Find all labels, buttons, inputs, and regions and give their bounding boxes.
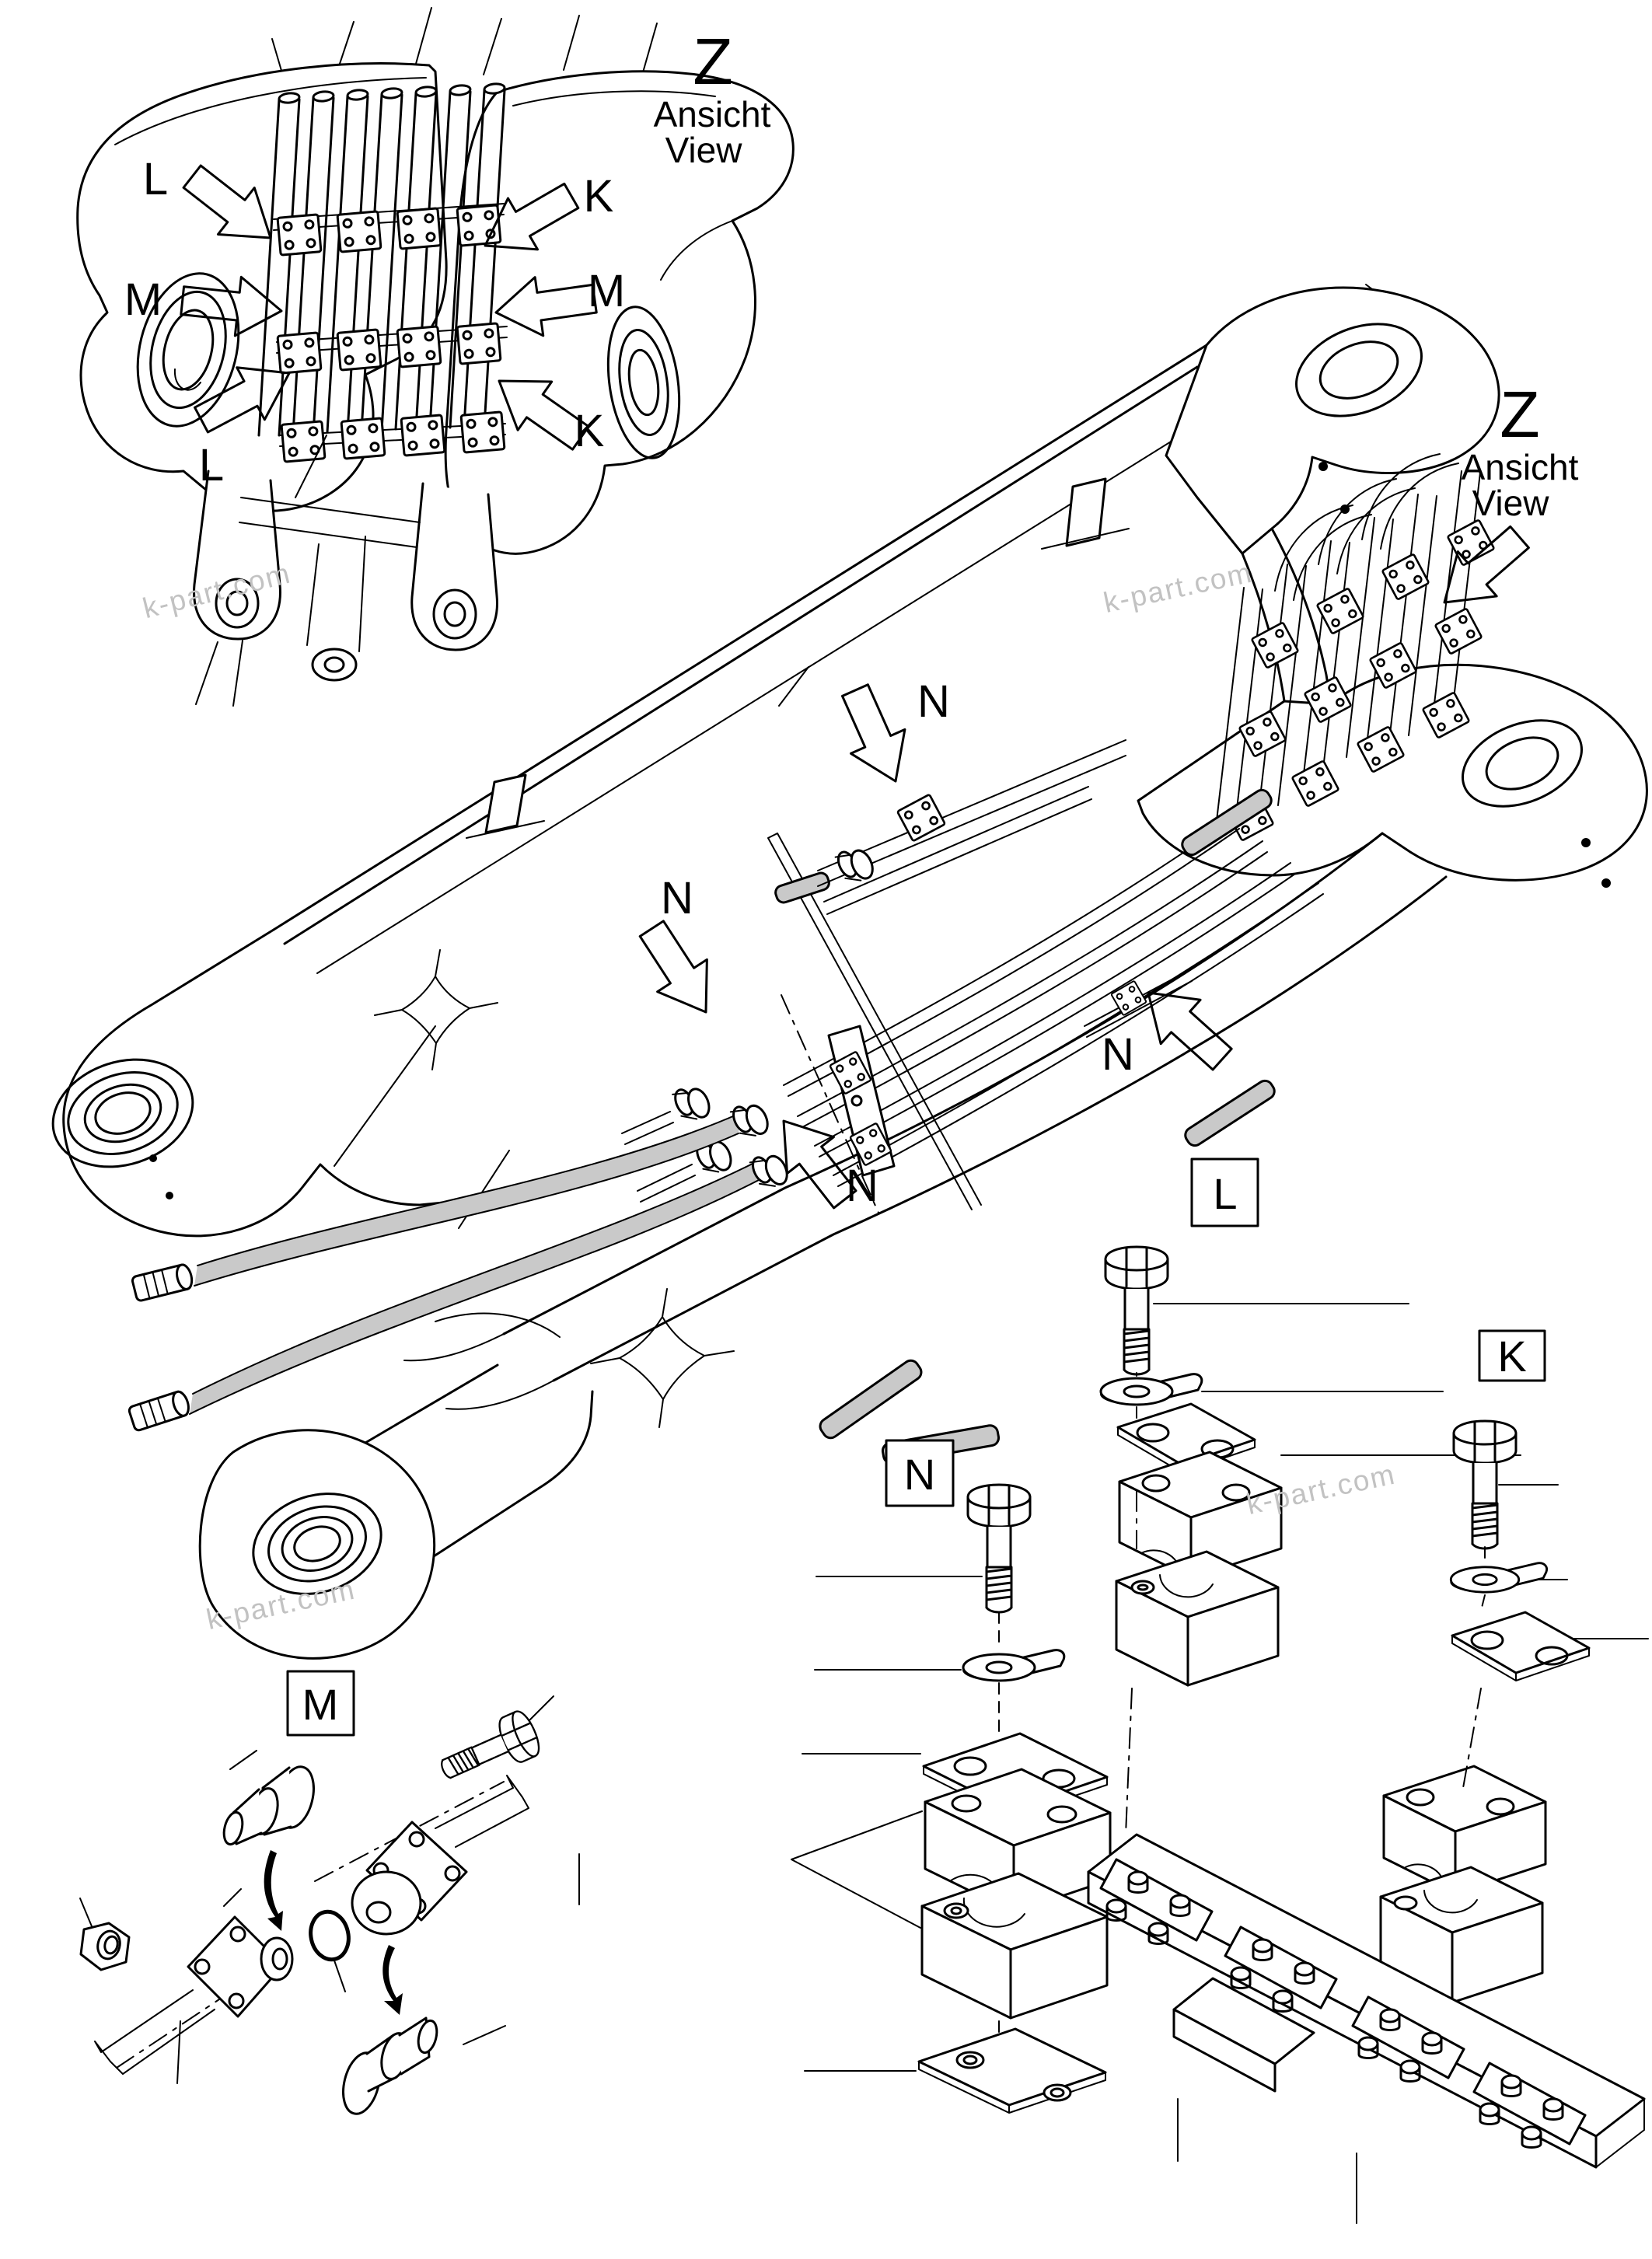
detail-box-m [286,1670,355,1737]
lock-washer [1449,1562,1549,1594]
hex-bolt [1104,1245,1169,1376]
plug-lower [342,2016,506,2115]
detail-view-z-drawing: L M L K M K [76,7,795,707]
view-z-top-heading: Z Ansicht View [654,25,771,170]
detail-k-assembly: K [1379,1329,1649,2039]
lock-washer [962,1649,1066,1682]
detail-box-n [885,1439,955,1507]
view-letter: Z [693,25,732,98]
callout-M-right: M [588,266,625,316]
callout-L-lower: L [199,440,224,491]
clamp-half-lower [1115,1550,1280,1687]
detail-box-l-label: L [1213,1169,1237,1218]
callout-N1: N [917,676,950,727]
watermark-3: k-part.com [1244,1458,1399,1521]
rotate-arrow-lower [382,1945,403,2015]
lock-washer [1099,1373,1203,1406]
callout-N4: N [1102,1029,1134,1080]
clamp-half-lower [920,1872,1109,2020]
hydraulic-hoses [127,1097,792,1433]
hex-bolt [966,1483,1032,1614]
detail-n-assembly: N [791,1439,1112,2114]
arrow-N2 [625,911,732,1030]
detail-l-assembly: L [1099,1157,1521,1835]
flange-left [94,1888,294,2084]
callout-K-lower: K [575,406,605,456]
hex-bolt [432,1706,545,1794]
hanging-links [193,435,498,707]
detail-box-k-label: K [1497,1332,1526,1381]
watermark-2: k-part.com [1101,556,1256,619]
rotate-arrow-upper [264,1850,283,1931]
o-ring [309,1909,351,1962]
plug-upper [222,1750,315,1846]
callout-N3: N [846,1161,878,1211]
view-name-en: View [665,130,743,170]
pipe-bank-tubes [257,82,506,437]
view-name-de: Ansicht [654,94,771,134]
detail-m-assembly: M [79,1670,580,2115]
detail-box-n-label: N [904,1450,935,1499]
hex-nut [79,1898,131,1971]
clamp-n1 [778,666,1126,915]
view-z-right-heading: Z Ansicht View [1423,378,1579,627]
base-plate [917,2027,1107,2114]
detail-box-k [1478,1329,1546,1382]
clamp-n4 [1084,969,1193,1038]
callout-K-upper: K [584,171,614,222]
head-pipe-bank [1215,453,1496,842]
flange-right [351,1775,580,1936]
clamp-batten-n2-n3 [334,994,896,1229]
clamp-mounting-bar [1087,1833,1646,2224]
callout-N2: N [661,873,693,924]
main-boom-drawing: N N N N [51,284,1648,1660]
callout-M-left: M [124,274,162,325]
detail-box-m-label: M [302,1680,339,1729]
clamp-half-lower [1379,1866,1544,2004]
callout-L-upper: L [143,154,168,204]
view-letter: Z [1500,378,1539,451]
arrow-N4 [1127,969,1244,1083]
detail-box-l [1190,1157,1259,1227]
view-name-en: View [1472,483,1550,523]
view-name-de: Ansicht [1462,447,1579,487]
arrow-N1 [826,677,924,794]
